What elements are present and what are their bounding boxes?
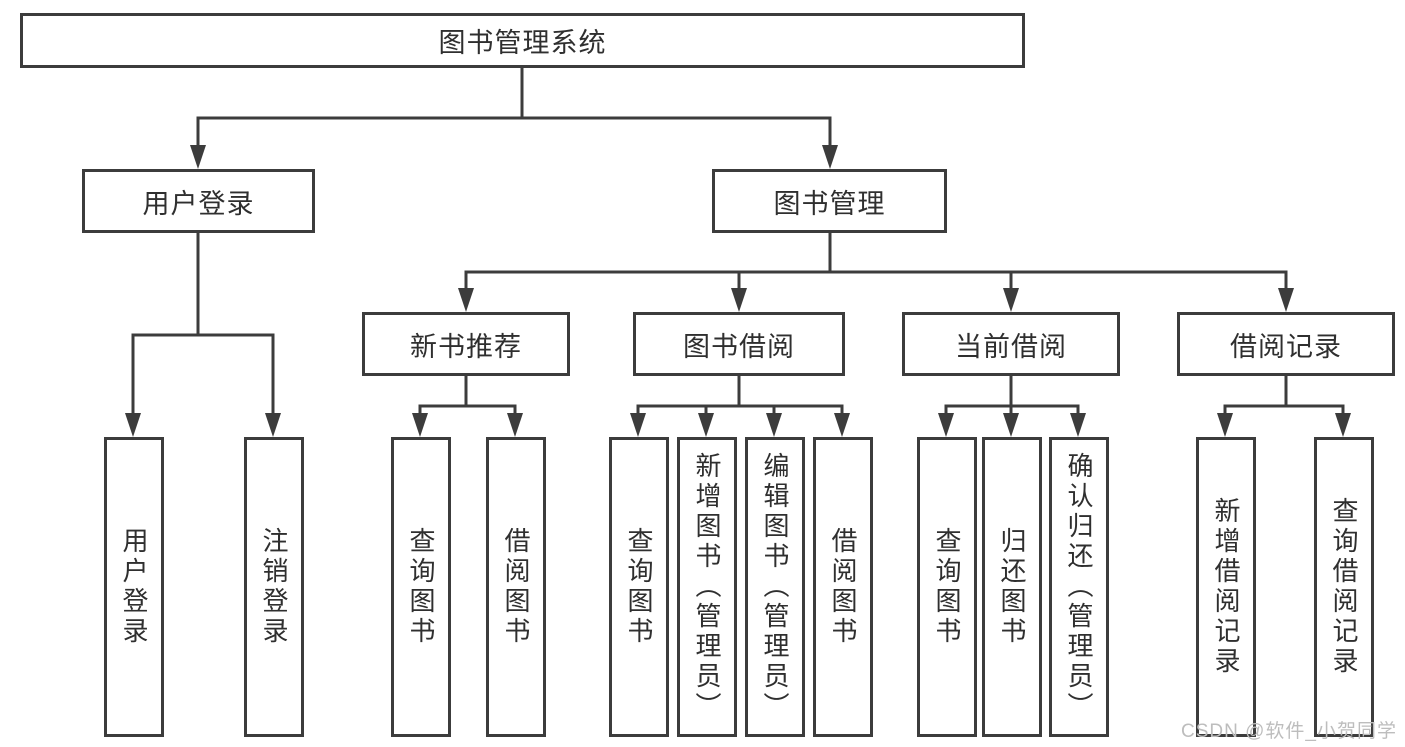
leaf-label: 新增借阅记录 (1211, 497, 1241, 677)
leaf-label: 查询图书 (932, 527, 962, 647)
node-label: 图书管理 (773, 188, 886, 219)
node-label: 新书推荐 (410, 331, 522, 362)
leaf-label: 归还图书 (997, 527, 1027, 647)
leaf-query-books-borrow: 查询图书 (609, 437, 669, 737)
leaf-label: 查询借阅记录 (1329, 497, 1359, 677)
connector-current-children (938, 374, 1086, 437)
leaf-query-books-recommend: 查询图书 (391, 437, 451, 737)
leaf-label: 新增图书（管理员） (692, 452, 722, 722)
node-borrowing-records: 借阅记录 (1177, 312, 1395, 376)
leaf-edit-books-admin: 编辑图书（管理员） (745, 437, 805, 737)
node-library-management-system: 图书管理系统 (20, 13, 1025, 68)
leaf-return-books: 归还图书 (982, 437, 1042, 737)
leaf-label: 查询图书 (406, 527, 436, 647)
leaf-user-login: 用户登录 (104, 437, 164, 737)
leaf-label: 编辑图书（管理员） (760, 452, 790, 722)
leaf-label: 查询图书 (624, 527, 654, 647)
csdn-watermark: CSDN @软件_小贺同学 (1181, 721, 1397, 742)
node-current-borrowing: 当前借阅 (902, 312, 1120, 376)
connector-borrow-children (630, 374, 850, 437)
connector-book-mgmt-children (458, 231, 1294, 312)
leaf-query-borrow-record: 查询借阅记录 (1314, 437, 1374, 737)
leaf-label: 注销登录 (259, 527, 289, 647)
node-book-management: 图书管理 (712, 169, 947, 233)
leaf-borrow-books: 借阅图书 (813, 437, 873, 737)
leaf-query-books-current: 查询图书 (917, 437, 977, 737)
leaf-logout: 注销登录 (244, 437, 304, 737)
connector-records-children (1217, 374, 1351, 437)
leaf-label: 借阅图书 (501, 527, 531, 647)
leaf-add-books-admin: 新增图书（管理员） (677, 437, 737, 737)
node-label: 借阅记录 (1230, 331, 1342, 362)
node-new-book-recommendation: 新书推荐 (362, 312, 570, 376)
connector-user-login-children (125, 231, 281, 437)
node-book-borrowing: 图书借阅 (633, 312, 845, 376)
node-user-login: 用户登录 (82, 169, 315, 233)
leaf-label: 借阅图书 (828, 527, 858, 647)
leaf-borrow-books-recommend: 借阅图书 (486, 437, 546, 737)
leaf-add-borrow-record: 新增借阅记录 (1196, 437, 1256, 737)
node-label: 用户登录 (142, 188, 255, 219)
node-label: 图书管理系统 (438, 28, 607, 58)
leaf-label: 确认归还（管理员） (1064, 452, 1094, 722)
connector-new-rec-children (412, 374, 523, 437)
leaf-confirm-return-admin: 确认归还（管理员） (1049, 437, 1109, 737)
node-label: 当前借阅 (955, 331, 1067, 362)
node-label: 图书借阅 (683, 331, 795, 362)
leaf-label: 用户登录 (119, 527, 149, 647)
connector-root-to-level2 (190, 66, 838, 169)
